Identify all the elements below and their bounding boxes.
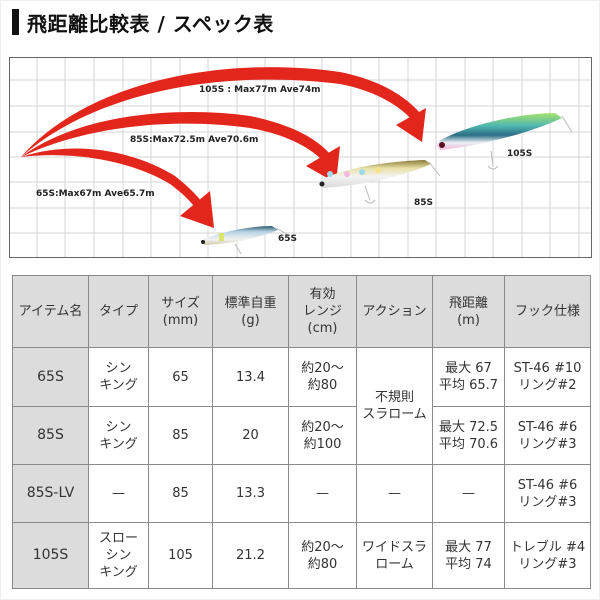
cell-item-name: 65S (12, 347, 89, 407)
cell-weight: 13.3 (212, 464, 289, 523)
cell-type: スローシンキング (88, 522, 149, 589)
cell-item-name: 85S-LV (12, 464, 89, 523)
header-item-name: アイテム名 (12, 275, 89, 348)
heading-bar-marker (12, 9, 19, 35)
cell-type: — (88, 464, 149, 523)
cell-range: 約20～約80 (288, 522, 357, 589)
distance-label-105s: 105S : Max77m Ave74m (199, 85, 321, 95)
cell-range: 約20～約100 (288, 406, 357, 465)
cell-range: — (288, 464, 357, 523)
lure-85s-image (317, 160, 441, 204)
cell-size: 85 (148, 406, 213, 465)
distance-comparison-chart: 105S : Max77m Ave74m 85S:Max72.5m Ave70.… (9, 57, 592, 258)
lure-105s-image (435, 113, 573, 170)
table-row: 65S シンキング 65 13.4 約20～約80 不規則スラローム 最大 67… (12, 347, 591, 465)
cell-size: 105 (148, 522, 213, 589)
cell-item-name: 105S (12, 522, 89, 589)
section-heading: 飛距離比較表 / スペック表 (12, 9, 274, 36)
lure-65s-image (200, 226, 291, 255)
header-weight: 標準自重(g) (212, 275, 289, 348)
distance-label-85s: 85S:Max72.5m Ave70.6m (130, 135, 259, 145)
cell-distance: — (432, 464, 505, 523)
cell-action: — (356, 464, 433, 523)
cell-item-name: 85S (12, 406, 89, 465)
lure-label-65s: 65S (278, 234, 298, 244)
lure-label-85s: 85S (414, 198, 434, 208)
distance-chart-graphic (10, 58, 591, 257)
distance-label-65s: 65S:Max67m Ave65.7m (36, 189, 155, 199)
header-action: アクション (356, 275, 433, 348)
cell-type: シンキング (88, 406, 149, 465)
cell-range: 約20～約80 (288, 347, 357, 407)
distance-arrows (21, 67, 426, 228)
page-title: 飛距離比較表 / スペック表 (27, 11, 274, 36)
lure-label-105s: 105S (507, 149, 533, 159)
spec-table: アイテム名 タイプ サイズ(mm) 標準自重(g) 有効レンジ(cm) アクショ… (12, 275, 591, 589)
cell-action-shared: 不規則スラローム (356, 347, 433, 465)
cell-weight: 13.4 (212, 347, 289, 407)
header-type: タイプ (88, 275, 149, 348)
cell-size: 85 (148, 464, 213, 523)
header-distance: 飛距離(m) (432, 275, 505, 348)
table-row: 105S スローシンキング 105 21.2 約20～約80 ワイドスラローム … (12, 522, 591, 589)
header-range: 有効レンジ(cm) (288, 275, 357, 348)
header-hook: フック仕様 (504, 275, 591, 348)
header-size: サイズ(mm) (148, 275, 213, 348)
cell-size: 65 (148, 347, 213, 407)
table-header-row: アイテム名 タイプ サイズ(mm) 標準自重(g) 有効レンジ(cm) アクショ… (12, 275, 591, 348)
cell-weight: 20 (212, 406, 289, 465)
cell-action: ワイドスラローム (356, 522, 433, 589)
cell-type: シンキング (88, 347, 149, 407)
cell-weight: 21.2 (212, 522, 289, 589)
